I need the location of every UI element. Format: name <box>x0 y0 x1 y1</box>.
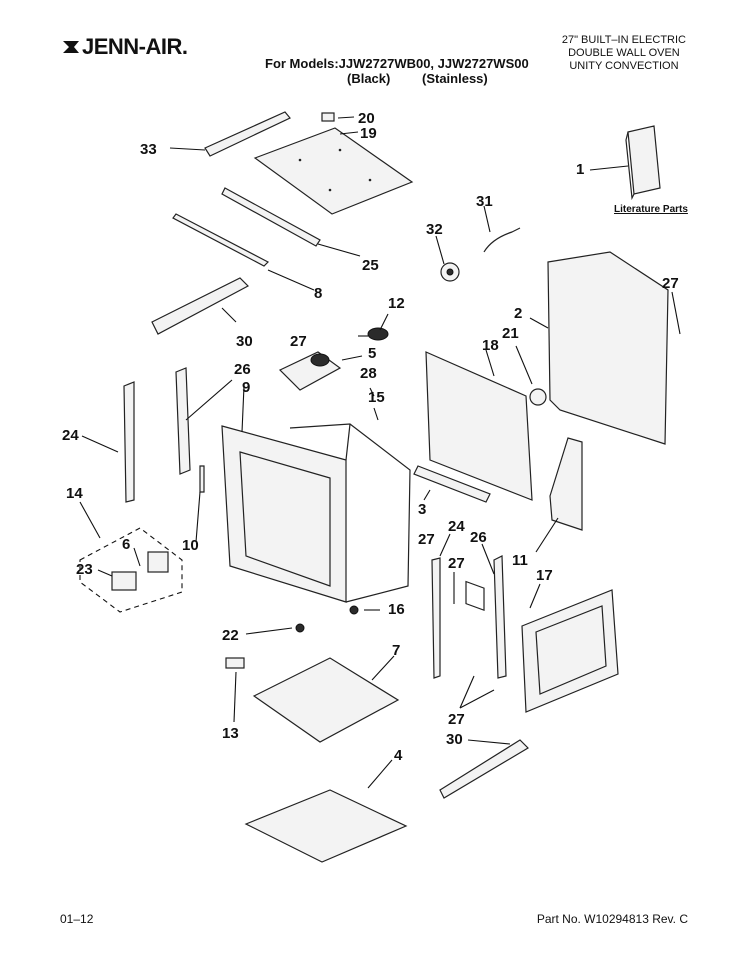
callout-24-right: 24 <box>448 518 465 535</box>
literature-parts-label: Literature Parts <box>614 204 688 215</box>
callout-33: 33 <box>140 141 157 158</box>
part-5-motor <box>278 351 342 391</box>
callout-7: 7 <box>392 642 401 659</box>
callout-28: 28 <box>360 365 377 382</box>
callout-1: 1 <box>576 161 585 178</box>
callout-27-door: 27 <box>448 711 465 728</box>
part-22 <box>295 623 305 633</box>
part-3-vent-bar <box>413 465 491 503</box>
callout-4: 4 <box>394 747 403 764</box>
part-26-rail-left <box>175 367 191 475</box>
callout-5: 5 <box>368 345 377 362</box>
part-14-assembly-outline <box>79 527 183 613</box>
part-26-rail-right <box>493 555 507 679</box>
part-6 <box>147 551 169 573</box>
callout-27-back: 27 <box>662 275 679 292</box>
callout-27-vent: 27 <box>418 531 435 548</box>
part-19-top-panel <box>253 127 414 215</box>
models-line: For Models:JJW2727WB00, JJW2727WS00 <box>265 56 529 71</box>
part-18-window <box>465 580 485 611</box>
brand-name: JENN-AIR. <box>82 34 188 59</box>
part-7-tray <box>252 657 400 743</box>
part-24-rail-right <box>431 557 441 679</box>
brand-logo: JENN-AIR. <box>62 34 188 60</box>
callout-8: 8 <box>314 285 323 302</box>
part-31-cable <box>483 227 521 253</box>
footer-part-number: Part No. W10294813 Rev. C <box>536 912 688 926</box>
footer-date: 01–12 <box>60 912 94 926</box>
color-black: (Black) <box>347 71 391 86</box>
callout-9: 9 <box>242 379 251 396</box>
callout-26-right: 26 <box>470 529 487 546</box>
callout-11: 11 <box>512 552 528 569</box>
part-1-literature <box>625 125 661 201</box>
part-16 <box>349 605 359 615</box>
part-32-fan <box>440 262 460 282</box>
callout-26-left: 26 <box>234 361 251 378</box>
callout-3: 3 <box>418 501 427 518</box>
part-9-frame-opening <box>239 451 331 587</box>
callout-16: 16 <box>388 601 405 618</box>
model-colors: (Black) (Stainless) <box>265 71 529 86</box>
callout-22: 22 <box>222 627 239 644</box>
product-title: 27" BUILT–IN ELECTRIC DOUBLE WALL OVEN U… <box>562 34 686 73</box>
part-20 <box>321 112 335 122</box>
callout-27-knob: 27 <box>290 333 307 350</box>
callout-12: 12 <box>388 295 405 312</box>
callout-14: 14 <box>66 485 83 502</box>
leader-lines <box>79 116 681 789</box>
title-line-1: 27" BUILT–IN ELECTRIC <box>561 34 686 46</box>
part-33-trim <box>204 111 291 157</box>
part-30-bottom-bracket <box>439 739 529 799</box>
callout-25: 25 <box>362 257 379 274</box>
callout-15: 15 <box>368 389 385 406</box>
callout-23: 23 <box>76 561 93 578</box>
callout-13: 13 <box>222 725 239 742</box>
callout-10: 10 <box>182 537 199 554</box>
callout-21: 21 <box>502 325 519 342</box>
callout-30-bottom: 30 <box>446 731 463 748</box>
part-10-bar <box>199 465 205 493</box>
callout-17: 17 <box>536 567 553 584</box>
callout-2: 2 <box>514 305 523 322</box>
part-24-rail-left <box>123 381 135 503</box>
brand-logo-mark-icon <box>63 41 79 53</box>
callout-20-label: 20 <box>358 110 375 127</box>
model-numbers: For Models:JJW2727WB00, JJW2727WS00 (Bla… <box>265 56 529 86</box>
part-2-back-cover <box>547 251 669 445</box>
callout-24-left: 24 <box>62 427 79 444</box>
callout-27-rail: 27 <box>448 555 465 572</box>
part-18-panel <box>425 351 533 501</box>
part-8-bar <box>172 213 270 267</box>
callout-32: 32 <box>426 221 443 238</box>
cavity-edge <box>345 423 351 461</box>
callout-18: 18 <box>482 337 499 354</box>
color-stainless: (Stainless) <box>422 71 488 86</box>
callout-31: 31 <box>476 193 493 210</box>
part-13 <box>225 657 245 669</box>
part-4-bottom-panel <box>244 789 408 863</box>
oven-cavity <box>289 423 411 603</box>
callout-6: 6 <box>122 536 131 553</box>
callout-19: 19 <box>360 125 377 142</box>
title-line-3: UNITY CONVECTION <box>569 60 679 72</box>
part-23 <box>111 571 137 591</box>
part-17-door <box>521 589 619 713</box>
part-25-bar <box>221 187 321 247</box>
part-11-side-cover <box>549 437 583 531</box>
part-12-knob <box>367 327 389 341</box>
part-21 <box>529 388 547 406</box>
part-30-top-bracket <box>151 277 249 335</box>
title-line-2: DOUBLE WALL OVEN <box>568 47 680 59</box>
callout-30-top: 30 <box>236 333 253 350</box>
